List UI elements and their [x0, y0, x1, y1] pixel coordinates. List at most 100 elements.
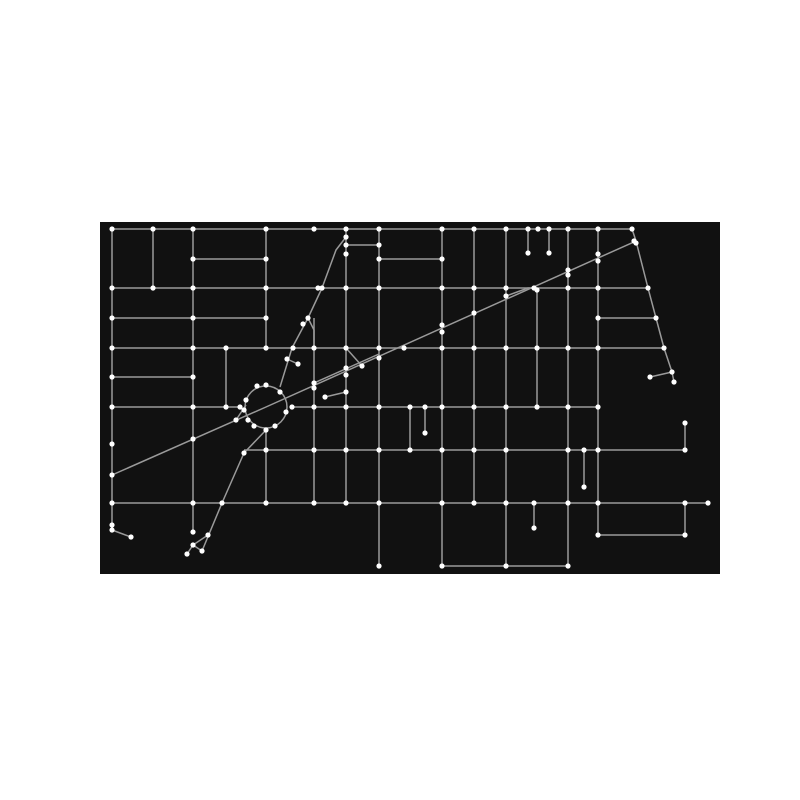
street-node — [343, 234, 349, 240]
street-node — [184, 551, 190, 557]
street-node — [343, 285, 349, 291]
street-node — [682, 532, 688, 538]
street-node — [565, 226, 571, 232]
street-node — [263, 345, 269, 351]
street-node — [376, 563, 382, 569]
street-node — [682, 500, 688, 506]
street-node — [503, 285, 509, 291]
street-node — [531, 525, 537, 531]
street-node — [546, 226, 552, 232]
street-node — [682, 447, 688, 453]
street-node — [534, 287, 540, 293]
street-node — [503, 447, 509, 453]
street-node — [503, 293, 509, 299]
street-node — [581, 484, 587, 490]
street-node — [535, 226, 541, 232]
street-node — [219, 500, 225, 506]
street-node — [290, 345, 296, 351]
street-node — [407, 404, 413, 410]
street-node — [653, 315, 659, 321]
street-node — [311, 500, 317, 506]
street-node — [109, 527, 115, 533]
street-node — [439, 447, 445, 453]
street-node — [633, 240, 639, 246]
street-node — [471, 500, 477, 506]
street-node — [439, 329, 445, 335]
street-node — [376, 355, 382, 361]
street-node — [190, 226, 196, 232]
street-edge — [111, 240, 637, 476]
street-node — [407, 447, 413, 453]
street-node — [581, 447, 587, 453]
street-node — [531, 500, 537, 506]
street-edge — [111, 529, 132, 538]
street-node — [534, 404, 540, 410]
street-node — [376, 345, 382, 351]
street-node — [439, 345, 445, 351]
street-node — [503, 345, 509, 351]
street-edge — [307, 317, 315, 348]
street-node — [595, 285, 601, 291]
street-node — [661, 345, 667, 351]
street-node — [241, 407, 247, 413]
street-node — [311, 447, 317, 453]
street-node — [471, 447, 477, 453]
street-node — [311, 385, 317, 391]
street-node — [343, 500, 349, 506]
street-node — [263, 256, 269, 262]
street-node — [376, 285, 382, 291]
street-node — [223, 345, 229, 351]
street-node — [376, 404, 382, 410]
street-node — [343, 365, 349, 371]
street-node — [595, 447, 601, 453]
street-node — [109, 374, 115, 380]
street-node — [109, 345, 115, 351]
street-node — [284, 356, 290, 362]
street-node — [645, 285, 651, 291]
street-node — [243, 397, 249, 403]
street-node — [190, 256, 196, 262]
street-node — [315, 285, 321, 291]
street-node — [565, 285, 571, 291]
street-node — [565, 447, 571, 453]
street-node — [439, 500, 445, 506]
street-node — [595, 226, 601, 232]
street-node — [263, 500, 269, 506]
street-node — [150, 285, 156, 291]
map-background — [100, 222, 720, 574]
street-node — [190, 436, 196, 442]
street-node — [671, 379, 677, 385]
street-node — [241, 450, 247, 456]
street-node — [223, 404, 229, 410]
street-node — [245, 417, 251, 423]
street-node — [439, 404, 445, 410]
street-node — [595, 315, 601, 321]
street-node — [190, 529, 196, 535]
street-node — [190, 542, 196, 548]
street-node — [503, 404, 509, 410]
street-node — [595, 345, 601, 351]
street-node — [109, 404, 115, 410]
street-node — [263, 285, 269, 291]
street-node — [190, 315, 196, 321]
street-node — [263, 427, 269, 433]
street-node — [669, 369, 675, 375]
street-node — [439, 256, 445, 262]
street-node — [471, 310, 477, 316]
street-node — [376, 500, 382, 506]
street-node — [254, 383, 260, 389]
street-node — [359, 363, 365, 369]
street-edge — [279, 236, 347, 388]
street-node — [190, 374, 196, 380]
street-node — [319, 285, 325, 291]
street-node — [109, 315, 115, 321]
street-node — [565, 563, 571, 569]
street-node — [283, 409, 289, 415]
street-node — [705, 500, 711, 506]
street-node — [439, 285, 445, 291]
street-node — [233, 417, 239, 423]
street-node — [289, 404, 295, 410]
street-node — [343, 251, 349, 257]
